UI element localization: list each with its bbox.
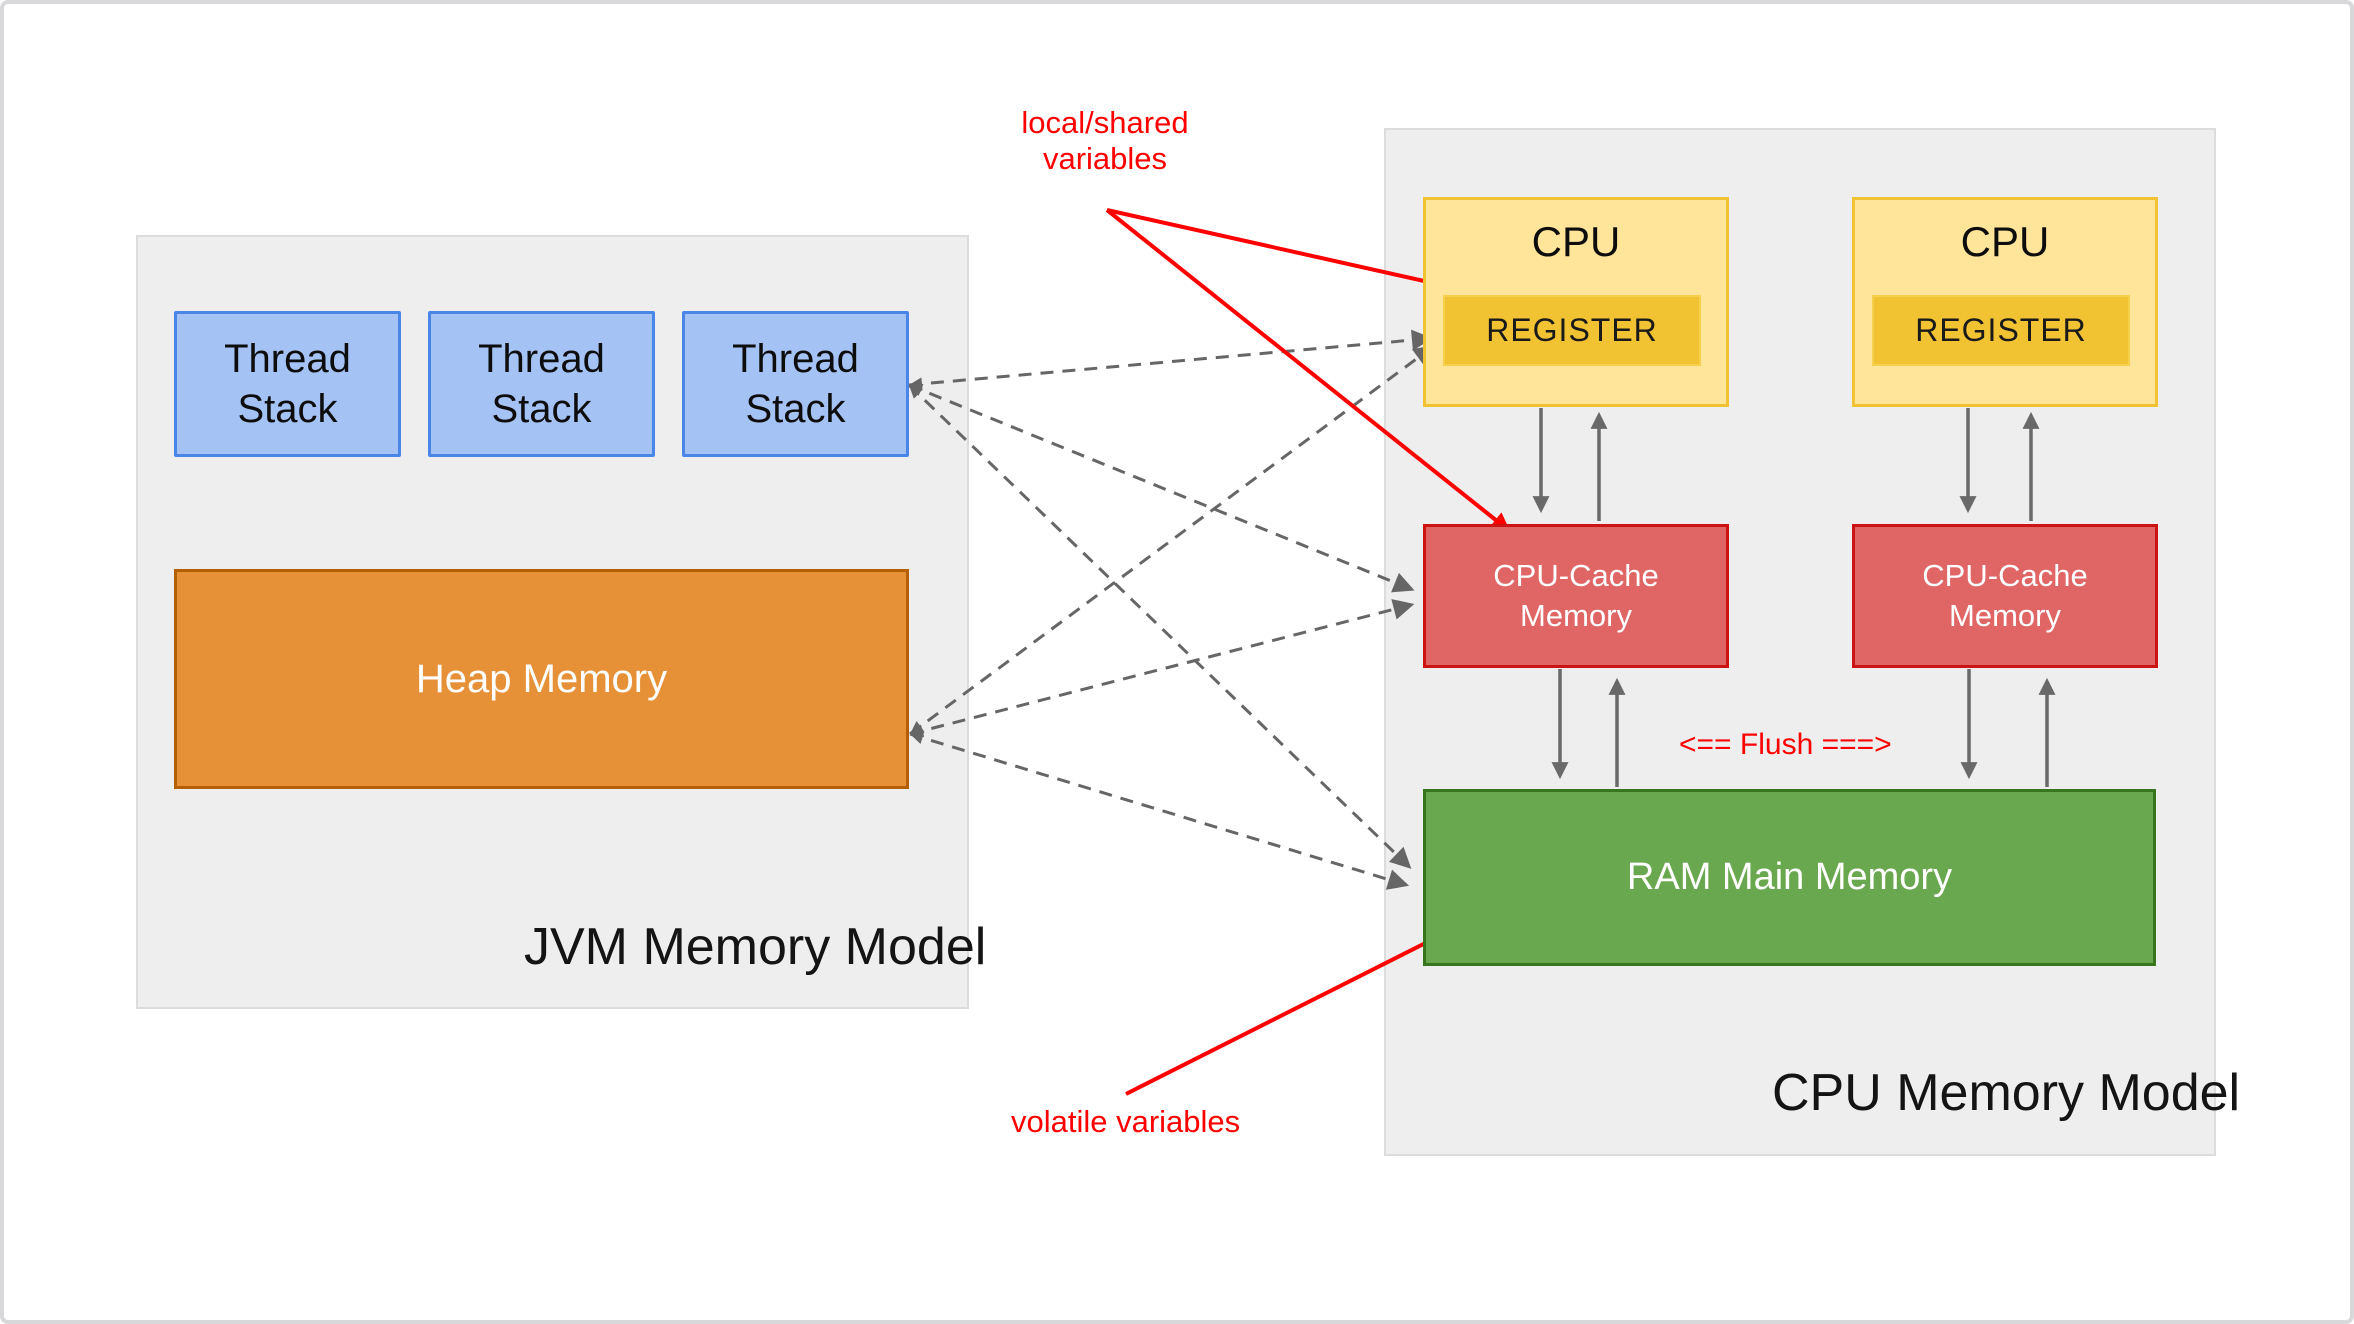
thread-stack-box-3: Thread Stack [682, 311, 909, 457]
cpu2-register-box: REGISTER [1872, 295, 2130, 366]
heap-memory-box: Heap Memory [174, 569, 909, 789]
dashed-connector-heap-register [909, 345, 1436, 736]
volatile-variables-label: volatile variables [1011, 1104, 1241, 1139]
cpu1-register-box: REGISTER [1443, 295, 1701, 366]
local-shared-variables-label: local/shared variables [1021, 105, 1189, 176]
dashed-connector-thread-register [908, 329, 1433, 391]
thread-stack-box-2: Thread Stack [428, 311, 655, 457]
ram-main-memory-box: RAM Main Memory [1423, 789, 2156, 966]
dashed-connector-thread-ram [907, 383, 1412, 869]
flush-label: <== Flush ===> [1679, 728, 1892, 761]
dashed-connector-thread-cache [908, 383, 1415, 593]
cpu-model-title: CPU Memory Model [1772, 1064, 2241, 1122]
jvm-model-title: JVM Memory Model [524, 918, 987, 976]
dashed-connector-heap-cache [909, 599, 1415, 738]
cpu2-cache-box: CPU-Cache Memory [1852, 524, 2158, 668]
dashed-connector-heap-ram [909, 731, 1410, 890]
cpu1-cache-box: CPU-Cache Memory [1423, 524, 1729, 668]
thread-stack-box-1: Thread Stack [174, 311, 401, 457]
